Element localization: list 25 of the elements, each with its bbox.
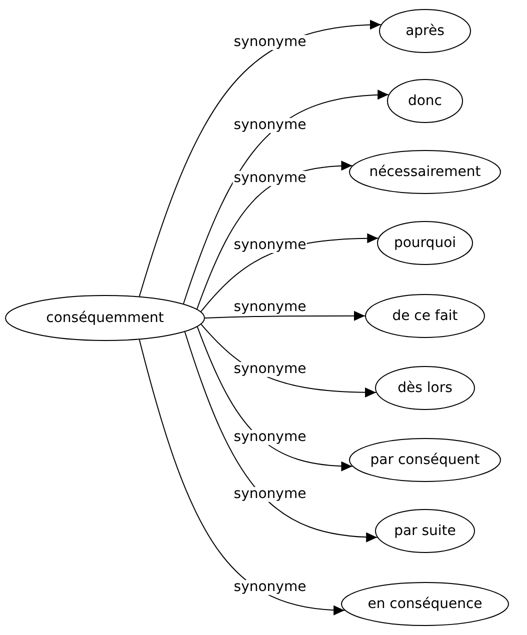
edge-label: synonyme bbox=[232, 430, 308, 445]
word-label: nécessairement bbox=[369, 164, 481, 180]
edge-label: synonyme bbox=[232, 238, 308, 254]
arrow bbox=[196, 326, 353, 471]
arrow bbox=[138, 339, 346, 615]
edge-label: synonyme bbox=[232, 35, 308, 50]
word-label: de ce fait bbox=[392, 308, 458, 324]
edge-label: synonyme bbox=[232, 580, 308, 595]
word-label: par suite bbox=[394, 523, 456, 539]
word-label: en conséquence bbox=[368, 596, 482, 612]
word-label: donc bbox=[408, 93, 442, 109]
edge-label: synonyme bbox=[232, 362, 308, 377]
edge-label: synonyme bbox=[232, 118, 308, 133]
arrow bbox=[204, 310, 366, 321]
word-label: par conséquent bbox=[370, 452, 480, 468]
edge-label: synonyme bbox=[232, 486, 308, 502]
edge-label: synonyme bbox=[232, 170, 308, 186]
word-label: conséquemment bbox=[46, 310, 164, 326]
arrow bbox=[182, 90, 390, 304]
arrow bbox=[184, 331, 378, 542]
edge-label: synonyme bbox=[232, 300, 308, 316]
word-label: dès lors bbox=[398, 380, 452, 396]
arrow bbox=[138, 20, 382, 297]
word-label: après bbox=[406, 23, 444, 39]
word-label: pourquoi bbox=[394, 235, 456, 251]
